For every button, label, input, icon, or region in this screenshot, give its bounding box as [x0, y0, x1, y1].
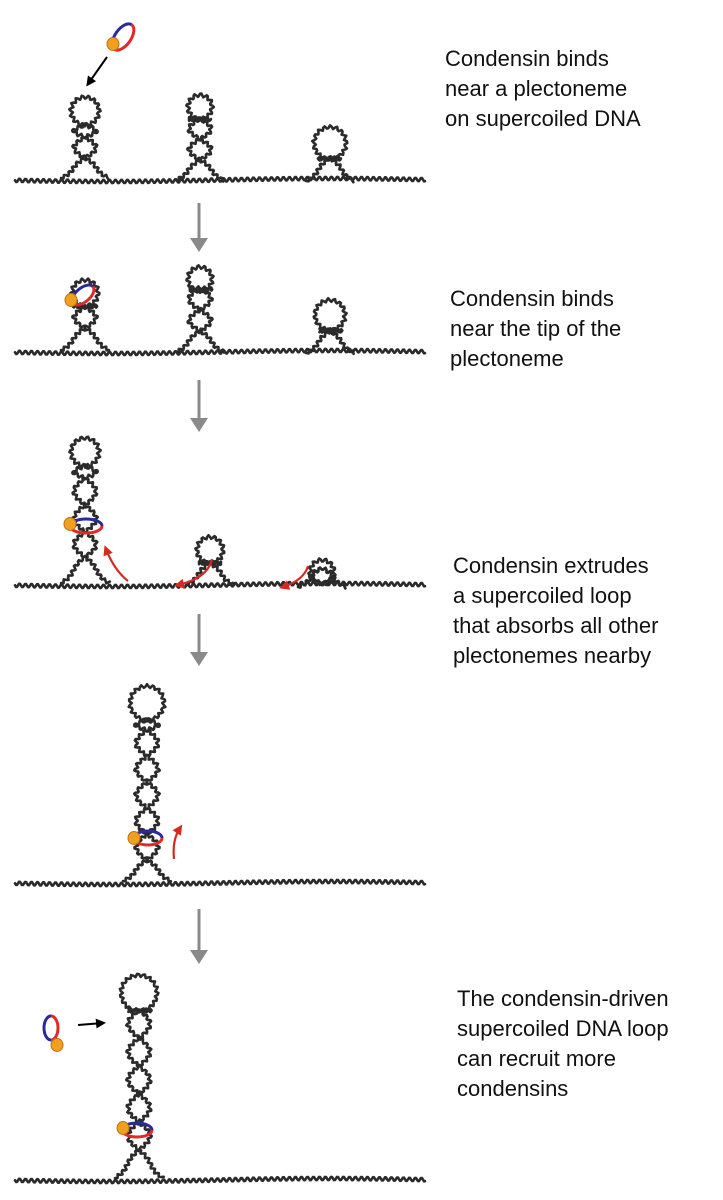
plectoneme: [174, 264, 226, 354]
condensin-head: [127, 831, 141, 845]
condensin-head: [64, 293, 78, 307]
step-5-caption: The condensin-driven supercoiled DNA loo…: [457, 984, 669, 1104]
curved-arrow-icon: [103, 545, 129, 582]
step-2-caption-line: Condensin binds: [450, 286, 614, 311]
condensin-blue-arm: [42, 1014, 52, 1042]
step-3-caption-line: a supercoiled loop: [453, 583, 632, 608]
step-5-caption-line: supercoiled DNA loop: [457, 1016, 669, 1041]
condensin-head: [63, 517, 77, 531]
step-5-caption-line: can recruit more: [457, 1046, 616, 1071]
curved-arrow-icon: [279, 565, 310, 590]
down-arrow-icon: [190, 950, 208, 964]
plectoneme: [296, 557, 347, 590]
step-5-caption-line: condensins: [457, 1076, 569, 1101]
step-2-caption-line: near the tip of the: [450, 316, 622, 341]
plectoneme: [184, 534, 236, 587]
dna-baseline: [13, 580, 427, 590]
plectoneme: [121, 682, 173, 883]
condensin-head: [106, 37, 120, 51]
plectoneme: [174, 92, 225, 183]
step-5-caption-line: The condensin-driven: [457, 986, 669, 1011]
plectoneme: [113, 972, 166, 1180]
binding-arrow-icon: [86, 56, 108, 87]
condensin-red-arm: [50, 1014, 60, 1042]
step-2-caption: Condensin binds near the tip of the plec…: [450, 284, 621, 374]
arrow-layer: [77, 56, 310, 1029]
dna-layer: [13, 92, 427, 1185]
step-3-caption: Condensin extrudes a supercoiled loop th…: [453, 551, 658, 671]
condensin-layer: [42, 22, 164, 1139]
plectoneme: [59, 435, 112, 585]
step-1-caption-line: near a plectoneme: [445, 76, 628, 101]
plectoneme: [59, 94, 110, 181]
condensin-head: [50, 1038, 64, 1052]
step-3-caption-line: Condensin extrudes: [453, 553, 649, 578]
step-2-caption-line: plectoneme: [450, 346, 564, 371]
condensin-ring-icon: [42, 1014, 60, 1042]
curved-arrow-icon: [174, 558, 214, 589]
step-1-caption: Condensin binds near a plectoneme on sup…: [445, 44, 641, 134]
step-3-caption-line: that absorbs all other: [453, 613, 659, 638]
step-1-caption-line: on supercoiled DNA: [445, 106, 641, 131]
dna-baseline: [13, 1175, 427, 1185]
dna-baseline: [13, 347, 427, 357]
condensin-red-arm: [113, 23, 136, 52]
curved-arrow-icon: [172, 824, 183, 860]
plectoneme: [59, 277, 111, 352]
down-arrow-icon: [190, 652, 208, 666]
step-1-caption-line: Condensin binds: [445, 46, 609, 71]
step-3-caption-line: plectonemes nearby: [453, 643, 652, 668]
dna-baseline: [13, 878, 427, 888]
condensin-head: [116, 1121, 130, 1135]
down-arrow-icon: [190, 238, 208, 252]
plectoneme: [304, 124, 355, 184]
plectoneme: [304, 297, 355, 356]
down-arrow-icon: [190, 418, 208, 432]
binding-arrow-icon: [77, 1018, 106, 1029]
dna-baseline: [13, 175, 427, 185]
